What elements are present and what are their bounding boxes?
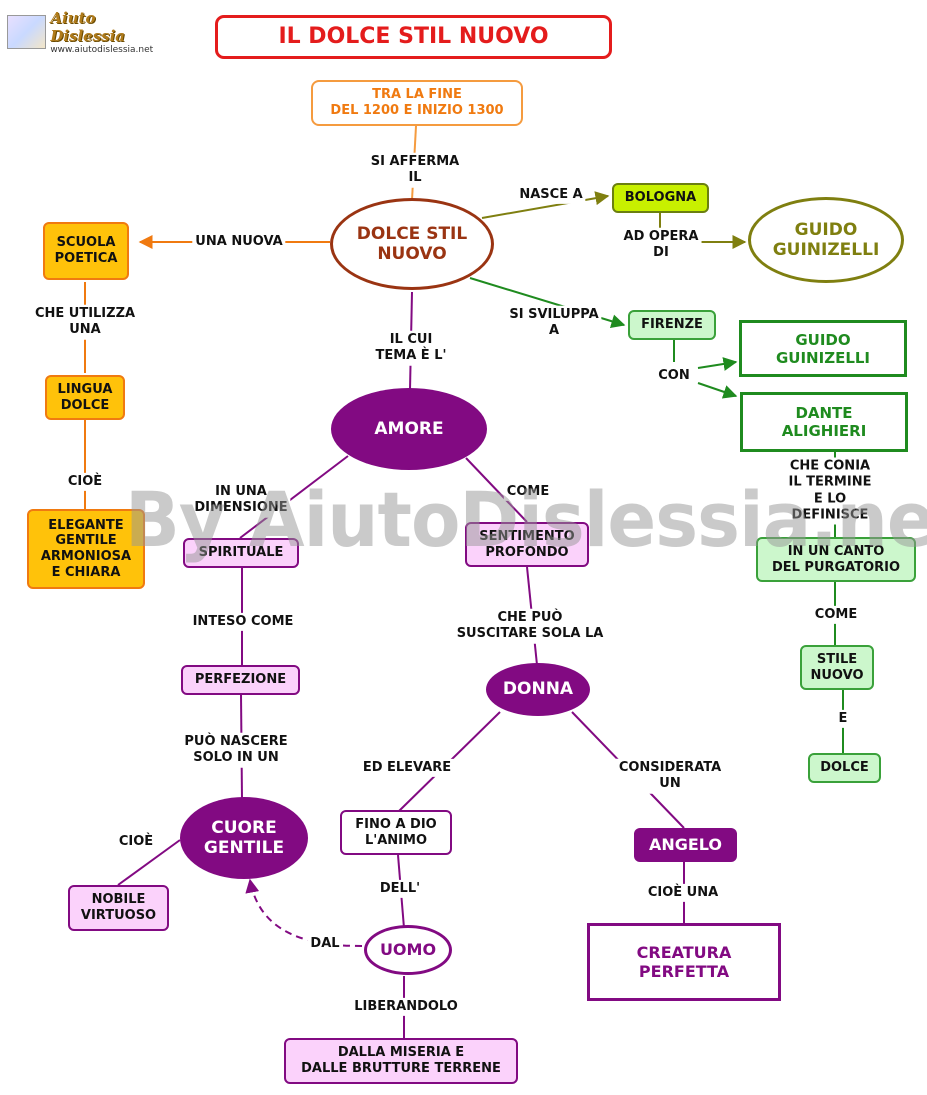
node-lingua-dolce: LINGUA DOLCE (45, 375, 125, 420)
logo-url: www.aiutodislessia.net (50, 45, 154, 55)
node-donna: DONNA (486, 663, 590, 716)
node-guinizelli-oval: GUIDO GUINIZELLI (748, 197, 904, 283)
node-dolce-stil-nuovo: DOLCE STIL NUOVO (330, 198, 494, 290)
label-che-puo: CHE PUÒ SUSCITARE SOLA LA (453, 608, 607, 644)
node-guinizelli-box: GUIDO GUINIZELLI (739, 320, 907, 377)
label-come-2: COME (503, 482, 553, 502)
node-sentimento: SENTIMENTO PROFONDO (465, 522, 589, 567)
node-dolce: DOLCE (808, 753, 881, 783)
label-si-sviluppa: SI SVILUPPA A (506, 305, 602, 341)
label-cioe-1: CIOÈ (64, 472, 106, 492)
label-nasce-a: NASCE A (516, 185, 586, 205)
node-scuola-poetica: SCUOLA POETICA (43, 222, 129, 280)
label-considerata: CONSIDERATA UN (615, 758, 725, 794)
label-con: CON (655, 366, 693, 386)
node-elegante: ELEGANTE GENTILE ARMONIOSA E CHIARA (27, 509, 145, 589)
node-cuore-gentile: CUORE GENTILE (180, 797, 308, 879)
label-dell: DELL' (376, 879, 424, 899)
node-firenze: FIRENZE (628, 310, 716, 340)
label-ed-elevare: ED ELEVARE (359, 758, 455, 778)
label-in-una-dimensione: IN UNA DIMENSIONE (191, 482, 291, 518)
node-fino-a-dio: FINO A DIO L'ANIMO (340, 810, 452, 855)
label-il-cui-tema: IL CUI TEMA È L' (372, 330, 450, 366)
label-puo-nascere: PUÒ NASCERE SOLO IN UN (181, 732, 291, 768)
node-purgatorio: IN UN CANTO DEL PURGATORIO (756, 537, 916, 582)
page-title: IL DOLCE STIL NUOVO (215, 15, 612, 59)
label-si-afferma: SI AFFERMA IL (367, 152, 463, 188)
node-dante: DANTE ALIGHIERI (740, 392, 908, 452)
node-amore: AMORE (331, 388, 487, 470)
node-nobile-virtuoso: NOBILE VIRTUOSO (68, 885, 169, 931)
label-cioe-una: CIOÈ UNA (644, 883, 722, 903)
label-che-conia: CHE CONIA IL TERMINE E LO DEFINISCE (781, 457, 879, 525)
node-miseria: DALLA MISERIA E DALLE BRUTTURE TERRENE (284, 1038, 518, 1084)
node-creatura-perfetta: CREATURA PERFETTA (587, 923, 781, 1001)
label-e: E (835, 709, 851, 729)
label-liberandolo: LIBERANDOLO (351, 997, 461, 1017)
logo-name: Aiuto Dislessia (50, 9, 126, 45)
label-che-utilizza: CHE UTILIZZA UNA (31, 304, 139, 340)
node-angelo: ANGELO (634, 828, 737, 862)
node-perfezione: PERFEZIONE (181, 665, 300, 695)
label-una-nuova: UNA NUOVA (192, 232, 286, 252)
site-logo[interactable]: Aiuto Dislessia www.aiutodislessia.net (7, 9, 167, 55)
node-stile-nuovo: STILE NUOVO (800, 645, 874, 690)
node-spirituale: SPIRITUALE (183, 538, 299, 568)
node-uomo: UOMO (364, 925, 452, 975)
node-period: TRA LA FINE DEL 1200 E INIZIO 1300 (311, 80, 523, 126)
node-bologna: BOLOGNA (612, 183, 709, 213)
label-dal: DAL (307, 934, 343, 954)
label-ad-opera-di: AD OPERA DI (620, 227, 702, 263)
logo-image (7, 15, 47, 49)
label-come-1: COME (811, 605, 861, 625)
label-inteso-come: INTESO COME (189, 612, 297, 632)
label-cioe-2: CIOÈ (115, 832, 157, 852)
